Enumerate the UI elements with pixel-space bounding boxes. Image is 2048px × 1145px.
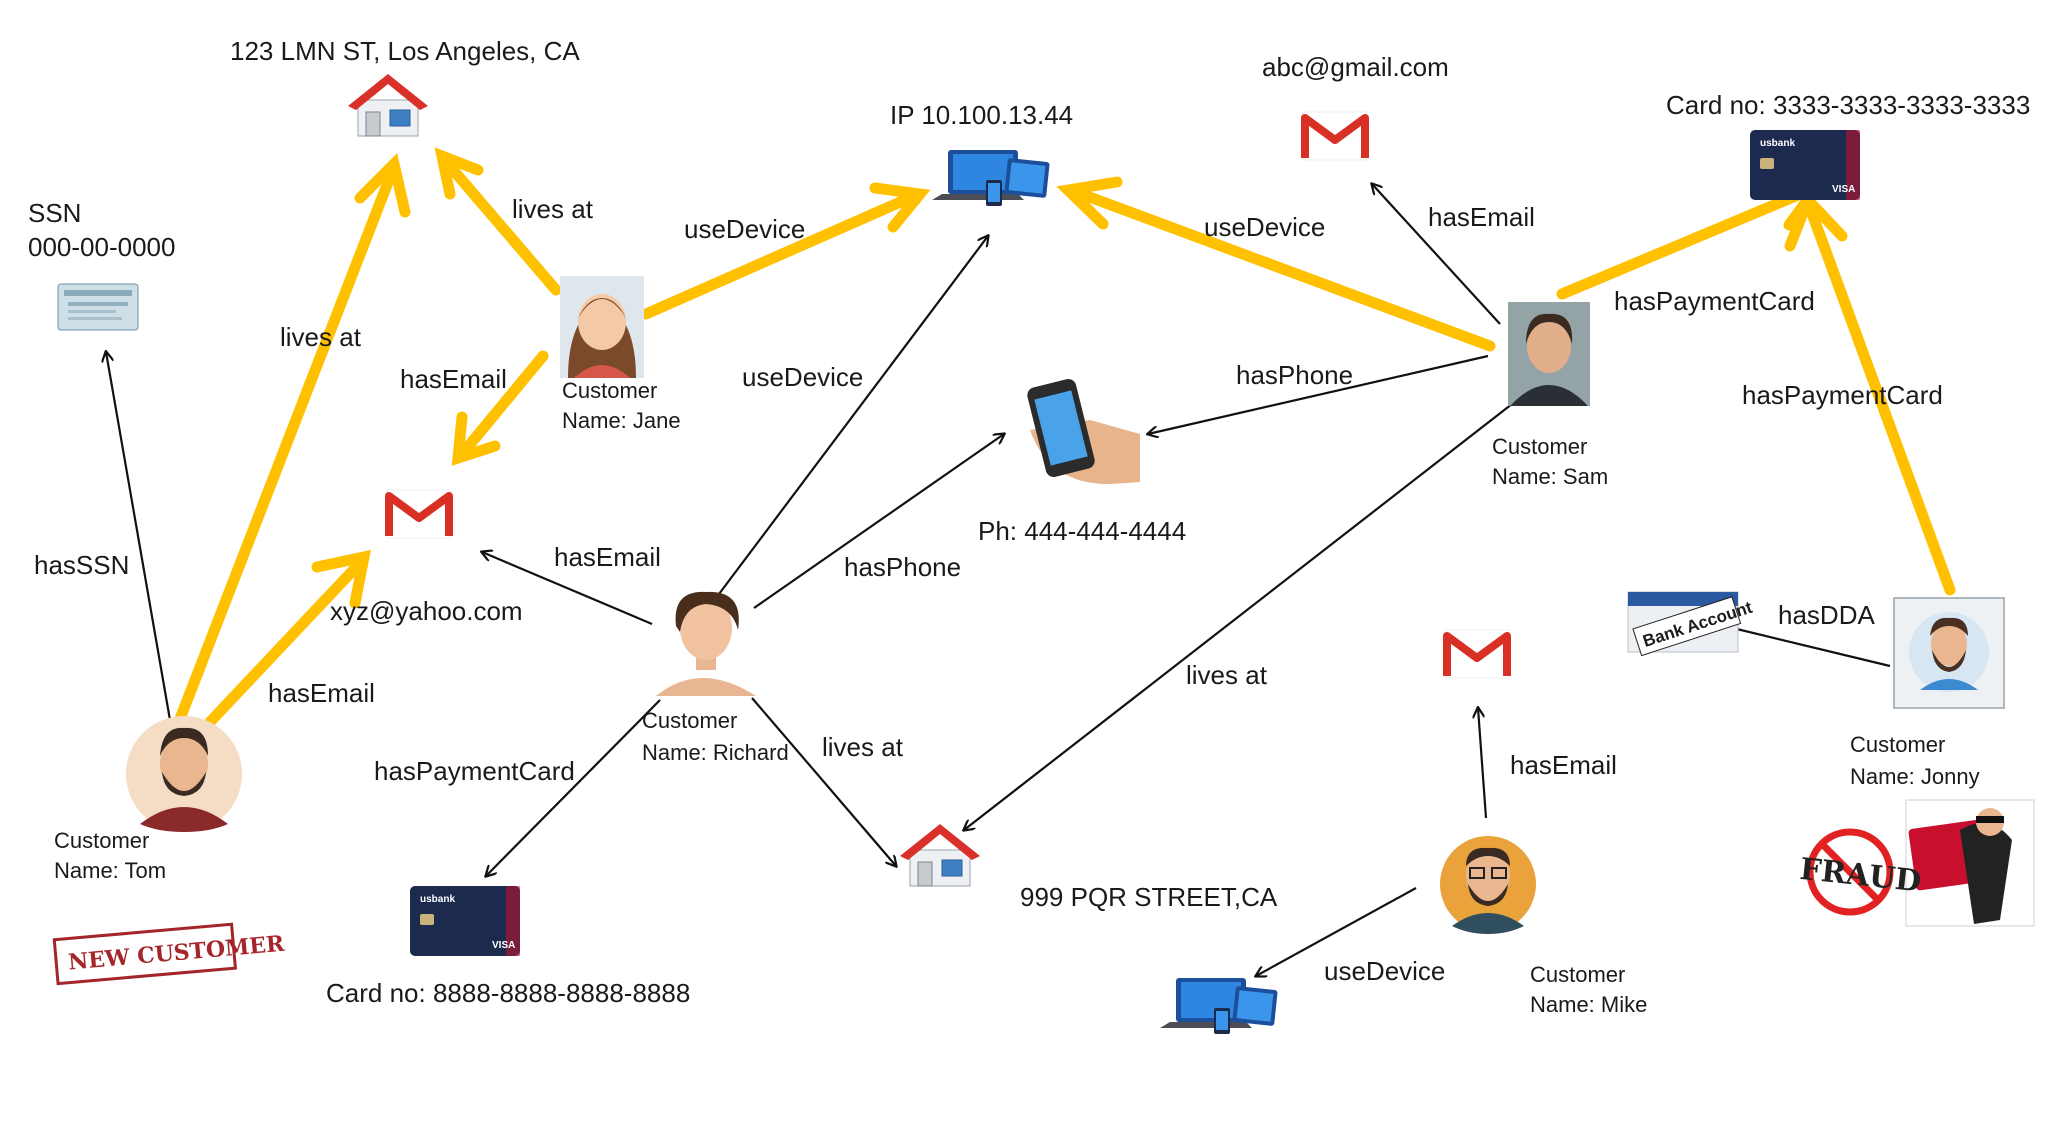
customer-jonny-line1: Customer <box>1850 732 1945 757</box>
edge-jonny-has-dda <box>1716 624 1891 668</box>
avatar-mike <box>1440 836 1536 934</box>
edge-label-jonny-has-card: hasPaymentCard <box>1742 380 1943 410</box>
edge-label-sam-use-device: useDevice <box>1204 212 1325 242</box>
edge-label-richard-use-device: useDevice <box>742 362 863 392</box>
customer-jonny-line2: Name: Jonny <box>1850 764 1980 789</box>
fraud-icon <box>1905 799 2035 927</box>
customer-mike-line1: Customer <box>1530 962 1625 987</box>
edge-label-richard-has-phone: hasPhone <box>844 552 961 582</box>
edge-label-mike-use-device: useDevice <box>1324 956 1445 986</box>
email-xyz-label: xyz@yahoo.com <box>330 596 523 626</box>
customer-jane-line1: Customer <box>562 378 657 403</box>
gmail-icon <box>386 490 452 538</box>
edge-richard-use-device <box>715 236 988 599</box>
avatar-richard <box>656 591 756 696</box>
ssn-value: 000-00-0000 <box>28 232 175 262</box>
ip-label: IP 10.100.13.44 <box>890 100 1073 130</box>
edge-sam-use-device <box>1070 186 1496 352</box>
avatar-sam <box>1508 302 1590 406</box>
new-customer-stamp: NEW CUSTOMER <box>52 922 286 986</box>
avatar-tom <box>126 716 242 832</box>
edge-label-tom-has-ssn: hasSSN <box>34 550 129 580</box>
avatar-jane <box>560 276 644 378</box>
edge-label-tom-lives-at: lives at <box>280 322 362 352</box>
edge-sam-has-email <box>1372 184 1501 325</box>
edge-jane-lives-at <box>442 158 562 296</box>
new-customer-stamp-label: NEW CUSTOMER <box>67 931 286 976</box>
edge-jane-use-device <box>640 190 920 320</box>
edge-jane-has-email <box>456 350 549 460</box>
edge-label-tom-has-email: hasEmail <box>268 678 375 708</box>
customer-sam-line1: Customer <box>1492 434 1587 459</box>
edge-sam-lives-at <box>964 403 1513 830</box>
edge-tom-has-email-arrowhead <box>311 549 371 609</box>
edge-label-sam-has-card: hasPaymentCard <box>1614 286 1815 316</box>
customer-richard-line2: Name: Richard <box>642 740 789 765</box>
gmail-icon <box>1444 630 1510 678</box>
edge-richard-lives-at <box>751 697 896 866</box>
edge-sam-has-phone <box>1148 354 1489 434</box>
card-network-label: VISA <box>1832 184 1855 195</box>
house-icon <box>347 73 429 137</box>
edge-mike-has-email <box>1478 708 1488 819</box>
edge-richard-has-phone <box>753 434 1004 609</box>
edge-richard-has-email <box>482 552 653 626</box>
edge-tom-has-email <box>204 557 366 728</box>
customer-jane-line2: Name: Jane <box>562 408 681 433</box>
edge-jane-lives-at-arrowhead <box>434 147 484 200</box>
bank-account-icon: Bank Account <box>1627 591 1755 657</box>
customer-sam-line2: Name: Sam <box>1492 464 1608 489</box>
customer-richard-line1: Customer <box>642 708 737 733</box>
edge-jane-use-device-arrowhead <box>869 182 931 233</box>
smartphone-icon <box>1027 379 1140 485</box>
laptop-devices-icon <box>1160 978 1278 1034</box>
phone-label: Ph: 444-444-4444 <box>978 516 1186 546</box>
customer-tom-line2: Name: Tom <box>54 858 166 883</box>
edge-jonny-has-card <box>1804 202 1956 596</box>
edge-sam-has-card <box>1556 184 1816 300</box>
edge-label-jane-has-email: hasEmail <box>400 364 507 394</box>
ssn-card-icon <box>57 283 139 331</box>
edge-jonny-has-card-arrowhead <box>1784 189 1848 252</box>
address-pqr-label: 999 PQR STREET,CA <box>1020 882 1278 912</box>
customer-tom-line1: Customer <box>54 828 149 853</box>
card-3333-label: Card no: 3333-3333-3333-3333 <box>1666 90 2030 120</box>
edge-jane-has-email-arrowhead <box>451 411 501 466</box>
edge-label-sam-has-email: hasEmail <box>1428 202 1535 232</box>
edge-sam-use-device-arrowhead <box>1056 176 1123 230</box>
card-brand-label: usbank <box>1760 138 1795 149</box>
house-icon <box>899 823 981 887</box>
laptop-devices-icon <box>932 150 1050 206</box>
avatar-jonny <box>1893 597 2005 709</box>
card-brand-label: usbank <box>420 894 455 905</box>
edge-label-mike-has-email: hasEmail <box>1510 750 1617 780</box>
edge-tom-lives-at-arrowhead <box>354 153 411 218</box>
edge-tom-lives-at <box>172 166 398 730</box>
address-la-label: 123 LMN ST, Los Angeles, CA <box>230 36 580 66</box>
edge-label-richard-lives-at: lives at <box>822 732 904 762</box>
customer-mike-line2: Name: Mike <box>1530 992 1647 1017</box>
edge-label-sam-has-phone: hasPhone <box>1236 360 1353 390</box>
email-abc-label: abc@gmail.com <box>1262 52 1449 82</box>
edge-label-jane-lives-at: lives at <box>512 194 594 224</box>
edge-label-sam-lives-at: lives at <box>1186 660 1268 690</box>
edge-label-jane-use-device: useDevice <box>684 214 805 244</box>
edge-label-jonny-has-dda: hasDDA <box>1778 600 1875 630</box>
card-8888-label: Card no: 8888-8888-8888-8888 <box>326 978 690 1008</box>
edge-label-richard-has-email: hasEmail <box>554 542 661 572</box>
gmail-icon <box>1302 112 1368 160</box>
edge-tom-has-ssn <box>106 352 172 721</box>
card-network-label: VISA <box>492 940 515 951</box>
fraud-stamp: FRAUD <box>1798 828 1923 916</box>
plain-edges <box>106 184 1891 976</box>
edge-label-richard-has-card: hasPaymentCard <box>374 756 575 786</box>
edge-richard-has-card <box>486 699 661 876</box>
edge-mike-use-device <box>1256 887 1417 976</box>
ssn-label: SSN <box>28 198 81 228</box>
